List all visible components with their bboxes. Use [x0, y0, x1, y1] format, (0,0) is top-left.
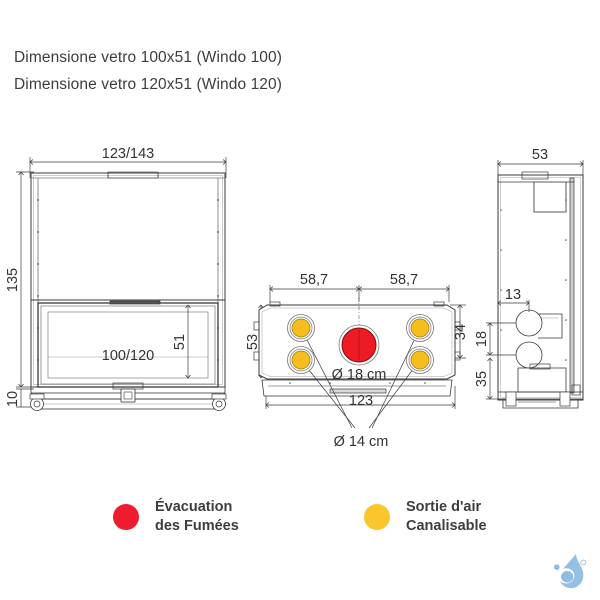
legend-item-flue: Évacuation des Fumées: [113, 498, 239, 536]
flue-outlet-port: [338, 324, 380, 366]
side-offset-label: 13: [505, 287, 521, 303]
glass-height-label: 51: [172, 334, 188, 350]
side-height-label: 35: [474, 371, 490, 387]
top-depth-right-label: 34: [453, 324, 469, 340]
legend-item-air: Sortie d'air Canalisable: [364, 498, 487, 536]
front-height-label: 135: [5, 268, 21, 292]
front-width-dimension: [29, 157, 227, 178]
brand-flame-logo: [553, 553, 587, 589]
flue-diameter-label: Ø 18 cm: [332, 367, 387, 383]
side-elevation-view: [486, 160, 584, 409]
air-outlet-port: [406, 314, 434, 342]
legend-flue-line2: des Fumées: [155, 518, 239, 534]
side-offset-dimension: [497, 300, 530, 312]
side-spacing-label: 18: [474, 331, 490, 347]
glass-height-dimension: [185, 304, 191, 379]
air-outlet-port: [287, 346, 315, 374]
legend-swatch-flue: [113, 504, 139, 530]
legend-label-flue: Évacuation des Fumées: [155, 498, 239, 536]
top-plan-view: [253, 285, 466, 429]
top-left-span-label: 58,7: [300, 272, 328, 288]
air-outlet-port: [406, 346, 434, 374]
glass-width-label: 100/120: [102, 348, 154, 364]
outlet-leader-lines: [300, 327, 421, 429]
side-spacing-dimension: [486, 322, 516, 356]
legend: Évacuation des Fumées Sortie d'air Canal…: [0, 498, 600, 550]
front-base-label: 10: [5, 391, 21, 407]
top-width-label: 123: [349, 393, 373, 409]
front-width-label: 123/143: [102, 146, 154, 162]
front-elevation-view: [16, 157, 227, 411]
top-right-span-label: 58,7: [390, 272, 418, 288]
air-outlet-port: [287, 314, 315, 342]
side-width-label: 53: [532, 147, 548, 163]
title-line-1: Dimensione vetro 100x51 (Windo 100): [14, 49, 282, 66]
side-width-dimension: [497, 160, 584, 176]
top-depth-left-label: 53: [245, 334, 261, 350]
legend-air-line1: Sortie d'air: [406, 499, 482, 515]
legend-flue-line1: Évacuation: [155, 499, 233, 515]
legend-swatch-air: [364, 504, 390, 530]
legend-air-line2: Canalisable: [406, 518, 487, 534]
title-line-2: Dimensione vetro 120x51 (Windo 120): [14, 76, 282, 93]
legend-label-air: Sortie d'air Canalisable: [406, 498, 487, 536]
air-outlet-diameter-label: Ø 14 cm: [334, 434, 389, 450]
air-outlet-ports: [287, 314, 434, 374]
top-span-dimensions: [269, 285, 450, 302]
